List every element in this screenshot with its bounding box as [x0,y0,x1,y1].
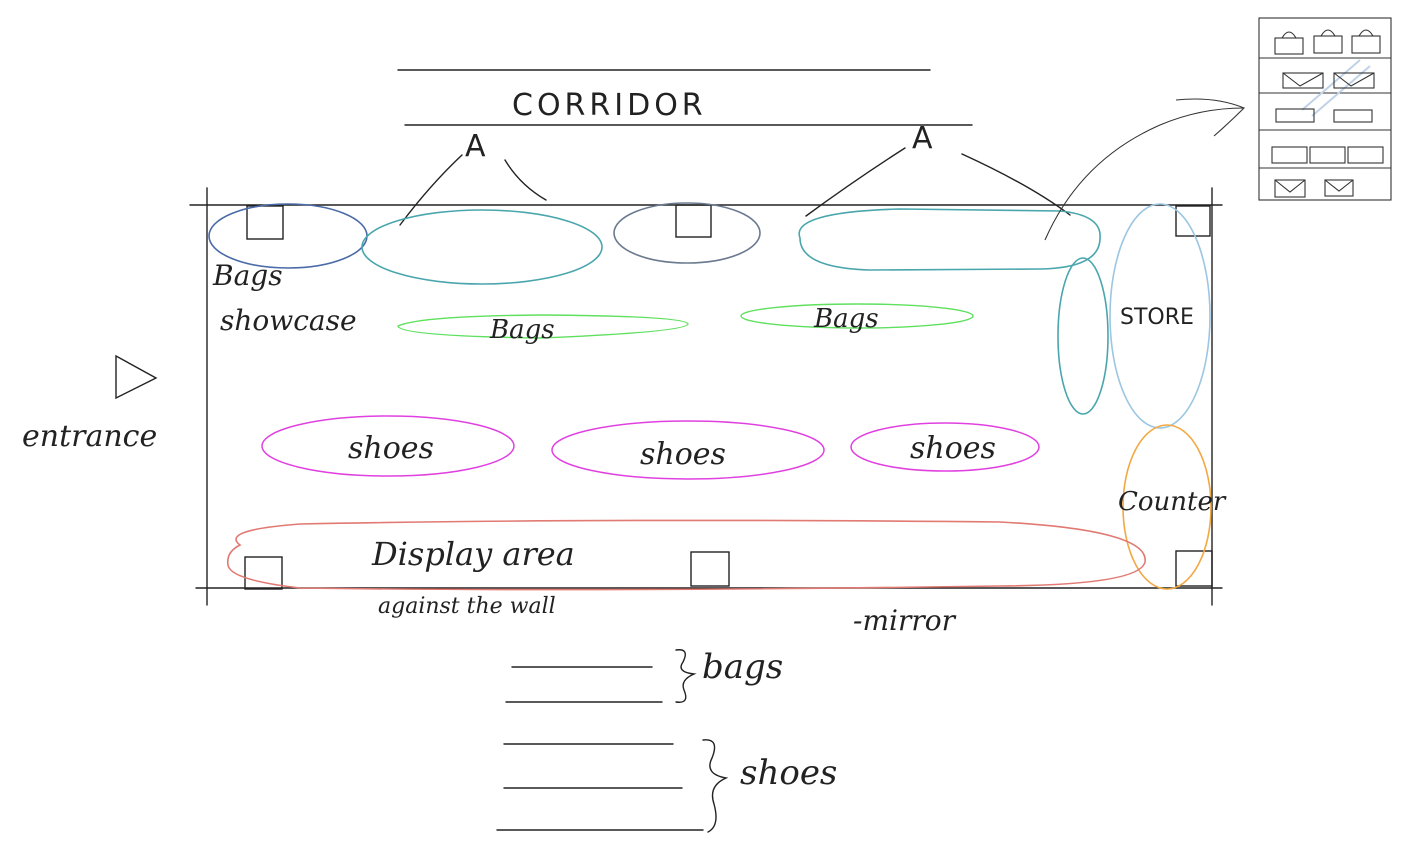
bags-label: Bags [489,315,555,345]
display-area-zone [226,519,1146,591]
against-wall-label: against the wall [378,594,556,619]
column [244,556,283,590]
shoes-label: shoes [348,431,434,466]
box-icon [1271,146,1308,164]
envelope-bag-icon [1333,72,1375,89]
columns [244,204,1213,590]
shoes-label: shoes [640,437,726,472]
shelf-frame [1258,17,1392,201]
shoes-zone [551,420,825,480]
sight-line [399,154,463,226]
column [690,551,730,587]
sight-line [805,147,906,217]
legend-shoes-label: shoes [740,753,837,793]
entrance: entrance [22,354,158,454]
zones [208,202,1212,591]
legend: bags shoes [496,647,837,833]
wall-display-zone [361,209,603,285]
glass-reflection [1311,65,1371,117]
envelope-bag-icon [1282,72,1324,89]
bags-label: Bags [813,304,879,334]
bags-showcase-label: showcase [220,304,357,337]
wall-display-zone [798,208,1101,271]
zone-labels: Bags showcase Bags Bags shoes shoes shoe… [212,259,1227,637]
bags-table-zone [740,303,974,329]
sight-line [961,153,1071,216]
column [675,204,712,238]
counter-zone [1122,424,1212,590]
shelf-inset [1258,17,1392,201]
brace-icon [702,739,729,833]
column [246,205,284,240]
small-bag-icon [1274,179,1306,198]
legend-bags-label: bags [702,647,783,687]
shoes-zone [850,422,1040,472]
corridor-label: CORRIDOR [512,88,707,123]
center-display-zone [613,202,761,264]
arrow-head-icon [1175,98,1245,137]
box-icon [1309,146,1346,164]
handbag-icon [1274,31,1304,55]
counter-label: Counter [1118,487,1227,517]
handbag-icon [1313,29,1343,54]
side-display-zone [1057,257,1109,415]
handbag-icon [1351,29,1381,54]
store-room-zone [1109,203,1211,429]
clutch-icon [1333,109,1373,123]
column [1175,550,1213,587]
bags-showcase-label: Bags [212,259,283,292]
mirror-label: -mirror [853,604,957,637]
entrance-arrow-icon [115,354,158,400]
store-label: STORE [1120,305,1194,330]
marker-a-left-label: A [465,129,486,164]
corridor: CORRIDOR [397,69,973,126]
shoes-zone [261,415,515,477]
clutch-icon [1275,108,1315,123]
sight-line [504,159,547,201]
shoes-label: shoes [910,431,996,466]
column [1175,205,1211,237]
marker-a-right: A [805,121,1071,217]
display-area-label: Display area [371,535,575,573]
entrance-label: entrance [22,419,157,454]
marker-a-right-label: A [912,121,933,156]
bags-table-zone [397,314,689,339]
marker-a-left: A [399,129,547,226]
brace-icon [675,649,697,703]
box-icon [1347,146,1384,164]
small-bag-icon [1324,179,1354,197]
glass-reflection [1301,59,1361,111]
callout-arrow [1044,107,1245,241]
